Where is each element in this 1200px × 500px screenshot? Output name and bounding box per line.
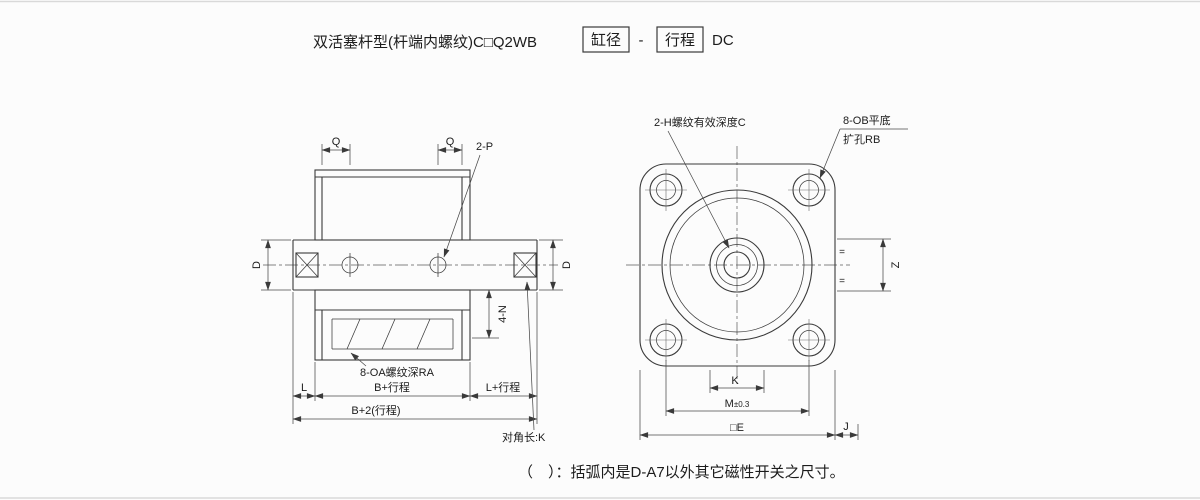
side-ports: [341, 253, 447, 277]
callout-2p: 2-P: [443, 141, 493, 258]
header: 双活塞杆型(杆端内螺纹)C□Q2WB 缸径 - 行程 DC: [313, 26, 734, 53]
model-suffix: DC: [712, 32, 734, 49]
callout-diagonal-k-label: 对角长:K: [502, 430, 546, 444]
dim-4n-label: 4-N: [497, 305, 509, 323]
callout-8oa-label: 8-OA螺纹深RA: [360, 365, 435, 379]
callout-8oa: 8-OA螺纹深RA: [350, 352, 435, 379]
bore-circles: [661, 189, 813, 341]
dim-j-label: J: [843, 421, 849, 433]
callout-2h: 2-H螺纹有效深度C: [654, 115, 746, 249]
dim-j: J: [834, 421, 859, 440]
dim-m-value: M: [725, 398, 734, 410]
dim-d-right-label: D: [561, 261, 573, 269]
footer-note: （ ）：括弧内是D-A7以外其它磁性开关之尺寸。: [518, 463, 845, 481]
front-body: [639, 163, 836, 367]
page-title: 双活塞杆型(杆端内螺纹)C□Q2WB: [313, 33, 537, 51]
callout-8ob-line2: 扩孔RB: [843, 132, 880, 146]
dim-d-left-label: D: [251, 261, 263, 269]
dim-z-label: Z: [890, 261, 902, 268]
dim-m-label: M±0.3: [725, 398, 750, 410]
bore-box-label: 缸径: [591, 31, 621, 49]
dim-z: Z: [837, 238, 902, 292]
stroke-box: [656, 26, 704, 53]
dim-k: K: [709, 370, 765, 393]
dim-b2-stroke-label: B+2(行程): [351, 404, 400, 417]
callout-2p-label: 2-P: [476, 141, 493, 153]
dim-d-right: D: [539, 239, 573, 291]
stroke-box-label: 行程: [665, 32, 695, 49]
front-view: = = Z 2-H螺纹有效深度C 8-OB平底 扩孔RB K: [626, 113, 908, 440]
dim-e: □E: [639, 370, 836, 440]
mounting-holes: [645, 169, 830, 361]
equal-mark-bottom: =: [839, 276, 845, 287]
dim-q: Q Q: [321, 136, 463, 165]
callout-2h-label: 2-H螺纹有效深度C: [654, 115, 746, 129]
callout-8ob-line1: 8-OB平底: [843, 113, 891, 127]
side-body-bottom: [314, 289, 471, 361]
rod-end-thread-right: [513, 252, 537, 278]
rod-end-thread-left: [295, 252, 319, 278]
dim-4n: 4-N: [472, 289, 509, 339]
dim-q-right-label: Q: [446, 136, 455, 148]
dim-bottom-rows: L B+行程 L+行程 B+2(行程): [292, 292, 538, 424]
side-view: Q Q 2-P D D 4-N 8-OA螺纹深RA: [251, 136, 573, 444]
dim-b-stroke-label: B+行程: [374, 381, 410, 394]
callout-diagonal-k: 对角长:K: [502, 281, 546, 444]
dim-l-label: L: [301, 382, 307, 394]
bore-box: [582, 26, 630, 53]
dim-d-left: D: [251, 239, 291, 291]
dim-e-label: □E: [730, 422, 744, 434]
dim-q-left-label: Q: [332, 136, 341, 148]
equal-mark-top: =: [839, 247, 845, 258]
dim-m-tolerance: ±0.3: [734, 400, 750, 409]
model-separator: -: [639, 32, 644, 49]
callout-8ob: 8-OB平底 扩孔RB: [819, 113, 908, 179]
side-body-top: [314, 169, 471, 241]
dim-k-label: K: [731, 375, 739, 387]
dim-l-stroke-label: L+行程: [486, 381, 521, 394]
dim-m: M±0.3: [665, 360, 810, 416]
